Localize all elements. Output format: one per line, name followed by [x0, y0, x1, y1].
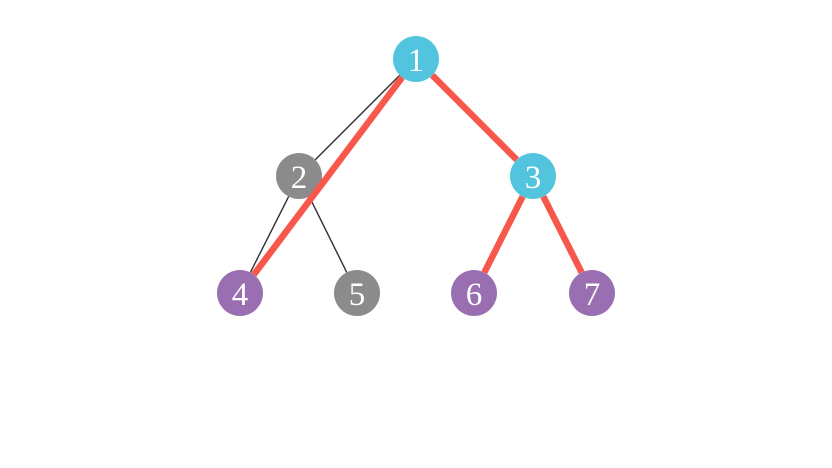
node-label-6: 6 — [466, 277, 483, 313]
edge-1-3 — [429, 72, 520, 163]
node-label-4: 4 — [232, 277, 249, 313]
edge-1-2 — [314, 74, 401, 161]
nodes-layer — [217, 36, 615, 316]
node-label-1: 1 — [408, 43, 425, 79]
node-1 — [393, 36, 439, 82]
node-2 — [276, 153, 322, 199]
node-6 — [451, 270, 497, 316]
node-5 — [334, 270, 380, 316]
edge-3-6 — [481, 195, 526, 274]
node-4 — [217, 270, 263, 316]
node-3 — [510, 153, 556, 199]
node-label-3: 3 — [525, 160, 542, 196]
node-label-2: 2 — [291, 160, 308, 196]
edge-2-4 — [249, 196, 290, 273]
edge-3-7 — [540, 195, 585, 274]
labels-layer: 1 2 3 4 5 6 7 — [232, 43, 601, 313]
edge-2-5 — [308, 196, 348, 273]
node-label-5: 5 — [349, 277, 366, 313]
node-7 — [569, 270, 615, 316]
edges-layer — [249, 72, 585, 277]
edge-1-4 — [251, 75, 405, 277]
node-label-7: 7 — [584, 277, 601, 313]
